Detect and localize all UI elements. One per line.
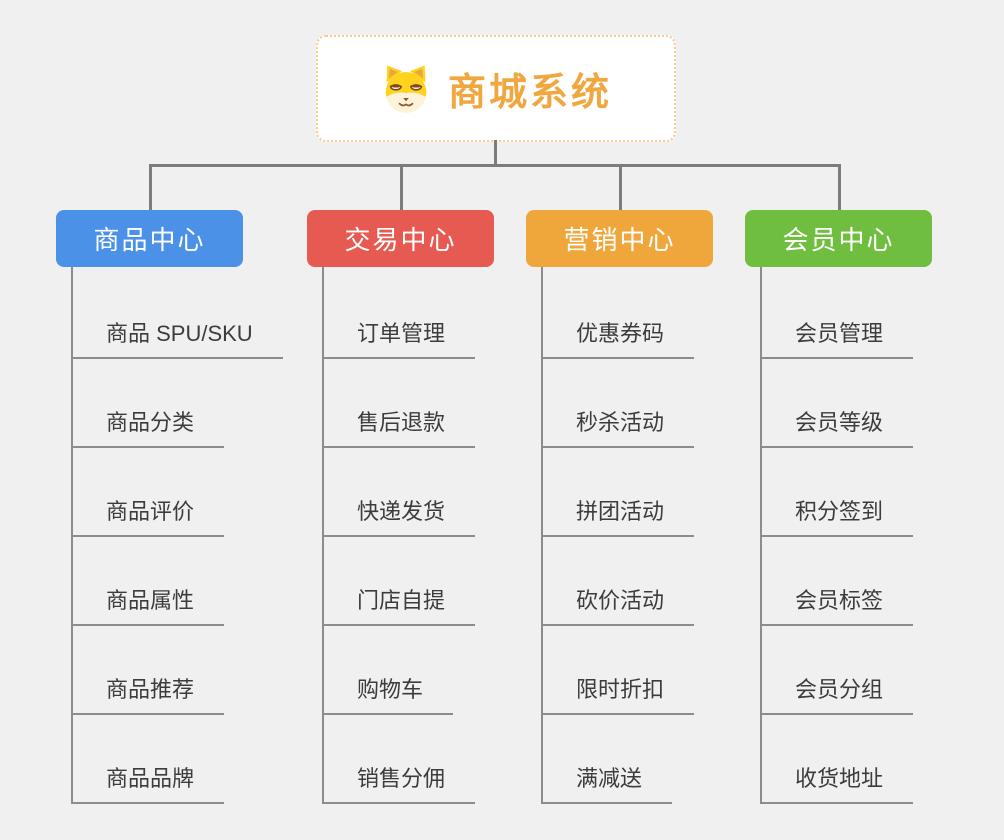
child-topic-marketing-center-2[interactable]: 拼团活动 <box>541 497 695 537</box>
child-topic-member-center-2[interactable]: 积分签到 <box>760 497 914 537</box>
connector-drop-1 <box>399 164 403 210</box>
connector-bus <box>150 164 839 167</box>
child-topic-trade-center-1[interactable]: 售后退款 <box>322 408 476 448</box>
branch-node-member-center[interactable]: 会员中心 <box>745 210 932 267</box>
child-topic-marketing-center-3[interactable]: 砍价活动 <box>541 586 695 626</box>
child-topic-product-center-2[interactable]: 商品评价 <box>71 497 225 537</box>
child-topic-trade-center-5[interactable]: 销售分佣 <box>322 764 476 804</box>
dog-face-icon <box>380 63 432 115</box>
connector-drop-2 <box>618 164 622 210</box>
child-topic-product-center-1[interactable]: 商品分类 <box>71 408 225 448</box>
child-topic-product-center-3[interactable]: 商品属性 <box>71 586 225 626</box>
child-topic-trade-center-0[interactable]: 订单管理 <box>322 319 476 359</box>
branch-node-marketing-center[interactable]: 营销中心 <box>526 210 713 267</box>
child-topic-marketing-center-0[interactable]: 优惠券码 <box>541 319 695 359</box>
child-topic-product-center-4[interactable]: 商品推荐 <box>71 675 225 715</box>
root-title: 商城系统 <box>447 72 612 114</box>
child-topic-marketing-center-4[interactable]: 限时折扣 <box>541 675 695 715</box>
branch-node-product-center[interactable]: 商品中心 <box>56 210 243 267</box>
child-topic-product-center-5[interactable]: 商品品牌 <box>71 764 225 804</box>
child-topic-marketing-center-1[interactable]: 秒杀活动 <box>541 408 695 448</box>
child-topic-member-center-0[interactable]: 会员管理 <box>760 319 914 359</box>
branch-node-trade-center[interactable]: 交易中心 <box>307 210 494 267</box>
connector-drop-0 <box>148 164 152 210</box>
root-connector-stub <box>493 140 497 167</box>
child-topic-member-center-4[interactable]: 会员分组 <box>760 675 914 715</box>
child-topic-trade-center-3[interactable]: 门店自提 <box>322 586 476 626</box>
child-topic-marketing-center-5[interactable]: 满减送 <box>541 764 673 804</box>
child-topic-member-center-5[interactable]: 收货地址 <box>760 764 914 804</box>
child-topic-member-center-1[interactable]: 会员等级 <box>760 408 914 448</box>
child-topic-trade-center-4[interactable]: 购物车 <box>322 675 454 715</box>
connector-drop-3 <box>837 164 841 210</box>
child-topic-member-center-3[interactable]: 会员标签 <box>760 586 914 626</box>
child-topic-trade-center-2[interactable]: 快递发货 <box>322 497 476 537</box>
root-node[interactable]: 商城系统 <box>316 35 676 142</box>
child-topic-product-center-0[interactable]: 商品 SPU/SKU <box>71 319 283 359</box>
